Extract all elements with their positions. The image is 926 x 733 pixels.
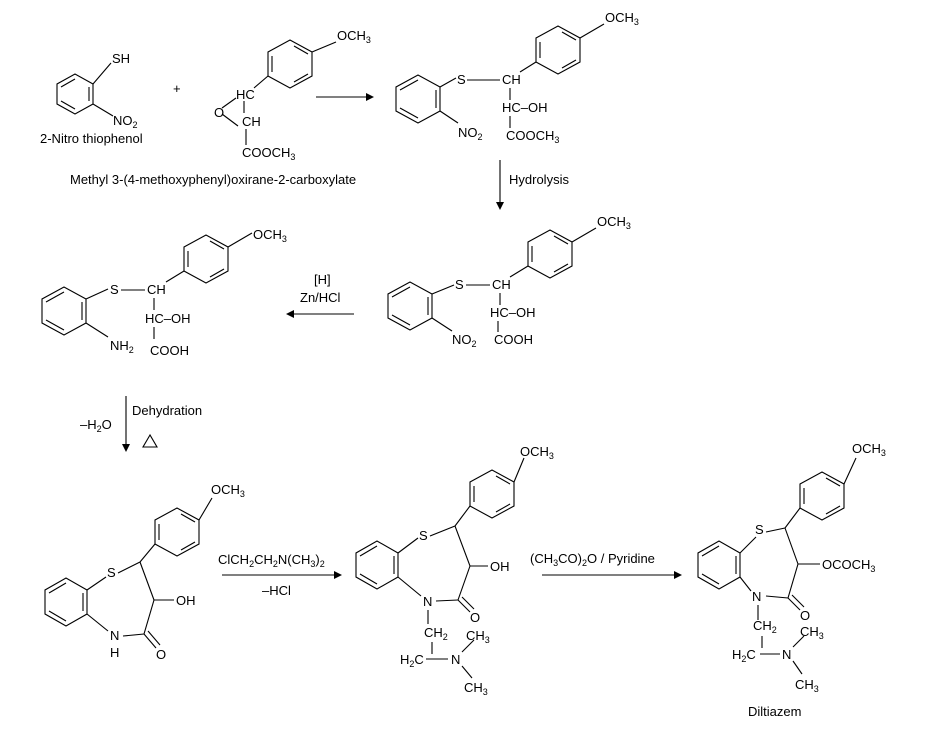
ococh3-label: OCOCH3 — [822, 557, 875, 574]
n-label: N — [782, 647, 791, 662]
h-label: H — [110, 645, 119, 660]
compound-nitro-ester: S CH OCH3 HC–OH COOCH3 NO2 — [395, 10, 639, 145]
och3-label: OCH3 — [605, 10, 639, 27]
arrow-alkylation: ClCH2CH2N(CH3)2 –HCl — [218, 552, 342, 598]
compound-nitro-acid: S CH OCH3 HC–OH COOH NO2 — [387, 214, 631, 349]
label-dehydration: Dehydration — [132, 403, 202, 418]
label-minus-water: –H2O — [80, 417, 112, 434]
epoxide-oxygen: O — [214, 105, 224, 120]
n-label: N — [110, 628, 119, 643]
arrow-dehydration: Dehydration –H2O — [80, 396, 202, 452]
arrow-condensation — [316, 93, 374, 101]
h2c-label: H2C — [732, 647, 756, 664]
s-label: S — [455, 277, 464, 292]
sh-label: SH — [112, 51, 130, 66]
och3-label: OCH3 — [211, 482, 245, 499]
ch-label: CH — [492, 277, 511, 292]
compound-diltiazem: S OCH3 OCOCH3 O N CH2 H2C N CH3 CH3 Dilt… — [697, 441, 886, 719]
carbonyl-oxygen: O — [470, 610, 480, 625]
n-label: N — [451, 652, 460, 667]
carbonyl-oxygen: O — [156, 647, 166, 662]
ch3-label: CH3 — [464, 680, 488, 697]
oh-label: OH — [490, 559, 510, 574]
label-acetylation: (CH3CO)2O / Pyridine — [530, 551, 655, 568]
n-label: N — [423, 594, 432, 609]
cooch3-label: COOCH3 — [242, 145, 295, 162]
ch-label: CH — [242, 114, 261, 129]
ch2-label: CH2 — [424, 625, 448, 642]
nh2-label: NH2 — [110, 338, 134, 355]
s-label: S — [457, 72, 466, 87]
arrow-reduction: [H] Zn/HCl — [286, 272, 354, 318]
label-alkylation-byproduct: –HCl — [262, 583, 291, 598]
no2-label: NO2 — [452, 332, 477, 349]
arrow-acetylation: (CH3CO)2O / Pyridine — [530, 551, 682, 579]
compound-benzothiazepinone: S OCH3 OH O N H — [44, 482, 245, 662]
heat-triangle-icon — [142, 433, 158, 448]
s-label: S — [419, 528, 428, 543]
carbonyl-oxygen: O — [800, 608, 810, 623]
cooch3-label: COOCH3 — [506, 128, 559, 145]
och3-label: OCH3 — [520, 444, 554, 461]
label-alkylation-reagent: ClCH2CH2N(CH3)2 — [218, 552, 325, 569]
hc-oh-label: HC–OH — [145, 311, 191, 326]
oh-label: OH — [176, 593, 196, 608]
compound-epoxide: OCH3 HC O CH COOCH3 Methyl 3-(4-methoxyp… — [70, 28, 371, 187]
label-reduction-h: [H] — [314, 272, 331, 287]
compound-n-alkylated: S OCH3 OH O N CH2 H2C N CH3 CH3 — [355, 444, 554, 697]
caption-nitrothiophenol: 2-Nitro thiophenol — [40, 131, 143, 146]
ch2-label: CH2 — [753, 618, 777, 635]
compound-amino-acid: S CH OCH3 HC–OH COOH NH2 — [41, 227, 287, 358]
plus-sign: + — [173, 81, 181, 96]
ch3-label: CH3 — [800, 624, 824, 641]
s-label: S — [107, 565, 116, 580]
ch-label: CH — [147, 282, 166, 297]
och3-label: OCH3 — [852, 441, 886, 458]
caption-epoxide: Methyl 3-(4-methoxyphenyl)oxirane-2-carb… — [70, 172, 356, 187]
och3-label: OCH3 — [253, 227, 287, 244]
compound-2-nitrothiophenol: SH NO2 2-Nitro thiophenol — [40, 51, 143, 146]
arrow-hydrolysis: Hydrolysis — [496, 160, 569, 210]
ch3-label: CH3 — [795, 677, 819, 694]
och3-label: OCH3 — [337, 28, 371, 45]
label-reduction-metal: Zn/HCl — [300, 290, 341, 305]
label-hydrolysis: Hydrolysis — [509, 172, 569, 187]
och3-label: OCH3 — [597, 214, 631, 231]
ch3-label: CH3 — [466, 628, 490, 645]
s-label: S — [110, 282, 119, 297]
cooh-label: COOH — [494, 332, 533, 347]
caption-diltiazem: Diltiazem — [748, 704, 801, 719]
s-label: S — [755, 522, 764, 537]
no2-label: NO2 — [458, 125, 483, 142]
ch-label: CH — [502, 72, 521, 87]
no2-label: NO2 — [113, 113, 138, 130]
cooh-label: COOH — [150, 343, 189, 358]
hc-oh-label: HC–OH — [490, 305, 536, 320]
hc-label: HC — [236, 87, 255, 102]
h2c-label: H2C — [400, 652, 424, 669]
n-label: N — [752, 589, 761, 604]
hc-oh-label: HC–OH — [502, 100, 548, 115]
